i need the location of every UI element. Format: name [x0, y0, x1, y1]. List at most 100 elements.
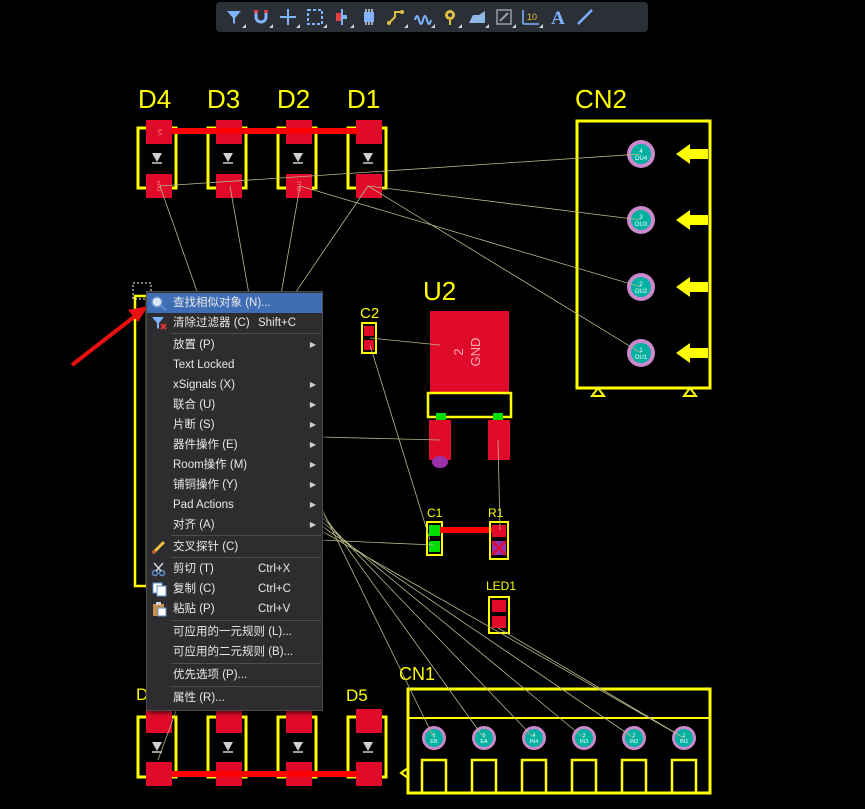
menu-separator [171, 620, 321, 621]
cn1-slot [520, 758, 548, 795]
diff-pair-button[interactable] [409, 4, 436, 30]
cn1-pin-net: IN1 [680, 739, 689, 745]
designator-d4: D4 [138, 84, 171, 114]
component-button[interactable] [355, 4, 382, 30]
annotation-arrow [70, 306, 148, 367]
track-c1-r1[interactable] [440, 527, 492, 533]
select-button[interactable] [301, 4, 328, 30]
menu-item[interactable]: Room操作 (M)▶ [147, 455, 322, 475]
diode-d2[interactable]: D2 OU2 [276, 84, 318, 198]
menu-item-label: 剪切 (T) [173, 563, 214, 575]
diode-d1[interactable]: D1 [346, 84, 388, 198]
active-bar-toolbar: 10 A [216, 2, 648, 32]
cn1-slot [670, 758, 698, 795]
crosshair-button[interactable] [274, 4, 301, 30]
menu-item[interactable]: 对齐 (A)▶ [147, 515, 322, 535]
menu-item[interactable]: 剪切 (T)Ctrl+X [147, 559, 322, 579]
cn1-pin-net: IN2 [630, 739, 639, 745]
route-button[interactable] [382, 4, 409, 30]
menu-separator [171, 333, 321, 334]
polygon-button[interactable] [463, 4, 490, 30]
dimension-button[interactable]: 10 [517, 4, 544, 30]
cn2-arrow-marker [676, 343, 708, 363]
pad-d1-vs[interactable] [356, 120, 382, 144]
track-vs[interactable] [172, 128, 358, 134]
diff-pair-icon [413, 15, 432, 25]
menu-item-label: 属性 (R)... [173, 692, 225, 704]
menu-item-label: 清除过滤器 (C) [173, 317, 250, 329]
filter-button[interactable] [220, 4, 247, 30]
snap-button[interactable] [247, 4, 274, 30]
menu-item-label: 铺铜操作 (Y) [173, 479, 238, 491]
regulator-u2[interactable]: U2 2 GND [423, 276, 513, 468]
menu-item[interactable]: 片断 (S)▶ [147, 415, 322, 435]
menu-item-shortcut: Ctrl+C [258, 583, 291, 595]
menu-item-label: 器件操作 (E) [173, 439, 238, 451]
align-icon [335, 9, 347, 25]
menu-item[interactable]: Pad Actions▶ [147, 495, 322, 515]
resistor-r1[interactable]: R1 [488, 506, 509, 560]
menu-item[interactable]: 器件操作 (E)▶ [147, 435, 322, 455]
menu-separator [171, 663, 321, 664]
menu-item-label: 对齐 (A) [173, 519, 215, 531]
menu-item[interactable]: 联合 (U)▶ [147, 395, 322, 415]
find-similar-icon [150, 295, 168, 311]
menu-item[interactable]: 粘贴 (P)Ctrl+V [147, 599, 322, 619]
capacitor-c1[interactable]: C1 [426, 506, 443, 556]
cn2-arrow-marker [676, 277, 708, 297]
menu-item[interactable]: 复制 (C)Ctrl+C [147, 579, 322, 599]
menu-item[interactable]: Text Locked [147, 355, 322, 375]
designator-d2: D2 [277, 84, 310, 114]
pad-d4-vs[interactable] [146, 120, 172, 144]
line-button[interactable] [571, 4, 598, 30]
menu-item-label: xSignals (X) [173, 379, 235, 391]
menu-item[interactable]: 可应用的一元规则 (L)... [147, 622, 322, 642]
text-button[interactable]: A [544, 4, 571, 30]
cn2-pin-number: 3 [639, 215, 643, 221]
menu-item-label: 联合 (U) [173, 399, 216, 411]
cn1-pin-number: 3 [582, 733, 585, 739]
designator-d3: D3 [207, 84, 240, 114]
copy-icon [150, 581, 168, 597]
svg-text:C2: C2 [360, 305, 379, 322]
led-led1[interactable]: LED1 [486, 579, 516, 634]
cn1-pin-number: 5 [482, 733, 485, 739]
menu-item[interactable]: 可应用的二元规则 (B)... [147, 642, 322, 662]
submenu-arrow-icon: ▶ [309, 380, 316, 389]
diode-d4[interactable]: D4 VS OU4 [136, 84, 178, 198]
component-icon [363, 9, 374, 25]
submenu-arrow-icon: ▶ [309, 340, 316, 349]
capacitor-c2[interactable]: C2 [360, 305, 379, 354]
svg-text:C1: C1 [427, 506, 443, 520]
svg-text:R1: R1 [488, 506, 504, 520]
menu-item[interactable]: xSignals (X) ▶ [147, 375, 322, 395]
menu-item[interactable]: 优先选项 (P)... [147, 665, 322, 685]
menu-item[interactable]: 属性 (R)... [147, 688, 322, 708]
menu-item-label: 交叉探针 (C) [173, 541, 239, 553]
menu-item[interactable]: 放置 (P)▶ [147, 335, 322, 355]
via-button[interactable] [436, 4, 463, 30]
diode-bottom-row[interactable]: D D5 [136, 685, 388, 786]
cn1-pin[interactable]: 6EB [420, 726, 448, 795]
keepout-button[interactable] [490, 4, 517, 30]
align-button[interactable] [328, 4, 355, 30]
pad-d3-ou[interactable] [216, 174, 242, 198]
cn2-pin-net: OU1 [635, 355, 648, 361]
cn1-pin[interactable]: 5EA [470, 726, 498, 795]
track-gnd[interactable] [172, 771, 358, 777]
menu-item[interactable]: 铺铜操作 (Y)▶ [147, 475, 322, 495]
menu-item[interactable]: 交叉探针 (C) [147, 537, 322, 557]
pad-d4-ou[interactable] [146, 174, 172, 198]
menu-item[interactable]: 清除过滤器 (C)Shift+C [147, 313, 322, 333]
menu-item[interactable]: 查找相似对象 (N)... [147, 293, 322, 313]
cn1-pin-number: 6 [432, 733, 435, 739]
